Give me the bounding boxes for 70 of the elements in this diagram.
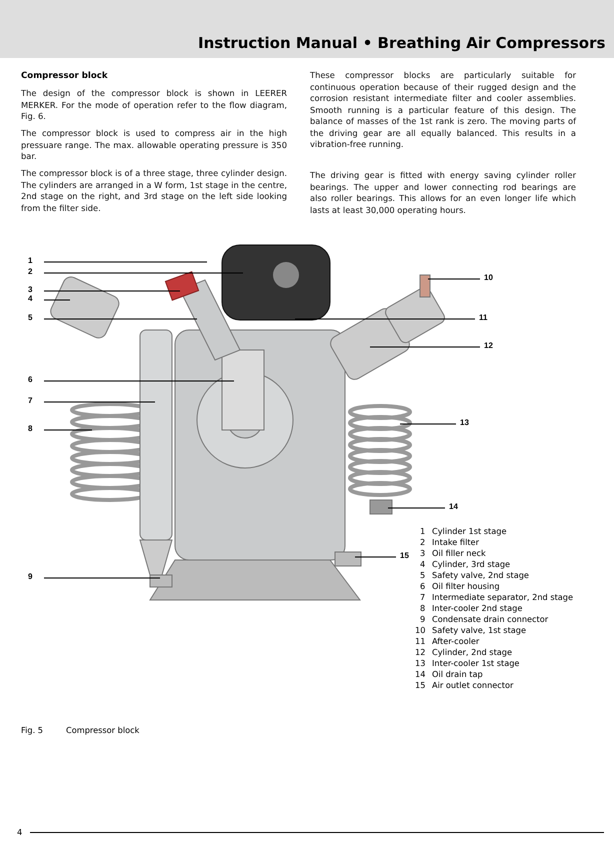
callout-number: 7 (28, 396, 32, 405)
leader-line (44, 272, 243, 274)
leader-line (295, 318, 475, 320)
list-number: 11 (415, 636, 426, 647)
list-item-text: Oil filter housing (432, 581, 500, 592)
list-item-text: After-cooler (432, 636, 480, 647)
leader-line (44, 261, 207, 263)
list-item-text: Intake filter (432, 537, 479, 548)
list-item-text: Oil filler neck (432, 548, 486, 559)
list-number: 13 (415, 658, 426, 669)
callout-number: 10 (484, 273, 493, 282)
paragraph: The driving gear is fitted with energy saving cylinder roller bearings. The upper and lower connecting rod bearings are also roller bearings. This allows for an even longer life which lasts at least 30,000 operating hours. (310, 170, 576, 216)
list-number: 6 (420, 581, 426, 592)
section-heading: Compressor block (21, 71, 108, 81)
leader-line (428, 278, 480, 280)
callout-number: 2 (28, 267, 32, 276)
callout-number: 3 (28, 285, 32, 294)
list-item-text: Safety valve, 1st stage (432, 625, 526, 636)
callout-number: 15 (400, 551, 409, 560)
figure-number: Fig. 5 (21, 725, 43, 736)
figure-caption: Compressor block (66, 725, 140, 736)
leader-line (355, 556, 396, 558)
list-item-text: Inter-cooler 2nd stage (432, 603, 522, 614)
list-number: 2 (420, 537, 426, 548)
paragraph: The design of the compressor block is shown in LEERER MERKER. For the mode of operation refer to the flow diagram, Fig. 6. (21, 88, 287, 122)
leader-line (370, 346, 480, 348)
callout-number: 6 (28, 375, 32, 384)
paragraph: These compressor blocks are particularly suitable for continuous operation because of their rugged design and the corrosion resistant intermediate filter and cooler assemblies. Smooth running is a particular feature of this design. The balance of masses of the 1st rank is zero. The moving parts of the driving gear are all equally balanced. This results in a vibration-free running. (310, 70, 576, 150)
leader-line (44, 380, 234, 382)
page-title: Instruction Manual • Breathing Air Compressors (198, 34, 606, 52)
paragraph: The compressor block is of a three stage, three cylinder design. The cylinders are arranged in a W form, 1st stage in the centre, 2nd stage on the right, and 3rd stage on the left side looking from the filter side. (21, 168, 287, 214)
list-number: 7 (420, 592, 426, 603)
list-number: 10 (415, 625, 426, 636)
leader-line (44, 290, 180, 292)
callout-number: 14 (449, 502, 458, 511)
callout-number: 13 (460, 418, 469, 427)
list-item-text: Air outlet connector (432, 680, 514, 691)
list-item-text: Oil drain tap (432, 669, 483, 680)
leader-line (44, 318, 197, 320)
list-number: 15 (415, 680, 426, 691)
callout-number: 8 (28, 424, 32, 433)
list-number: 9 (420, 614, 426, 625)
list-number: 3 (420, 548, 426, 559)
list-number: 8 (420, 603, 426, 614)
list-number: 4 (420, 559, 426, 570)
callout-number: 5 (28, 313, 32, 322)
list-number: 12 (415, 647, 426, 658)
list-item-text: Condensate drain connector (432, 614, 548, 625)
list-item-text: Cylinder, 2nd stage (432, 647, 512, 658)
list-item-text: Safety valve, 2nd stage (432, 570, 529, 581)
list-number: 5 (420, 570, 426, 581)
leader-line (388, 507, 445, 509)
callout-number: 1 (28, 256, 32, 265)
list-item-text: Intermediate separator, 2nd stage (432, 592, 574, 603)
list-item-text: Inter-cooler 1st stage (432, 658, 520, 669)
leader-line (400, 423, 456, 425)
callout-number: 9 (28, 572, 32, 581)
list-number: 14 (415, 669, 426, 680)
callout-number: 11 (479, 313, 488, 322)
page-number: 4 (17, 827, 22, 838)
leader-line (44, 299, 70, 301)
list-item-text: Cylinder 1st stage (432, 526, 507, 537)
leader-line (44, 401, 155, 403)
paragraph: The compressor block is used to compress air in the high pressuare range. The max. allowable operating pressure is 350 bar. (21, 128, 287, 162)
leader-line (44, 429, 92, 431)
callout-number: 4 (28, 294, 32, 303)
list-number: 1 (420, 526, 426, 537)
leader-line (44, 577, 160, 579)
callout-number: 12 (484, 341, 493, 350)
list-item-text: Cylinder, 3rd stage (432, 559, 510, 570)
